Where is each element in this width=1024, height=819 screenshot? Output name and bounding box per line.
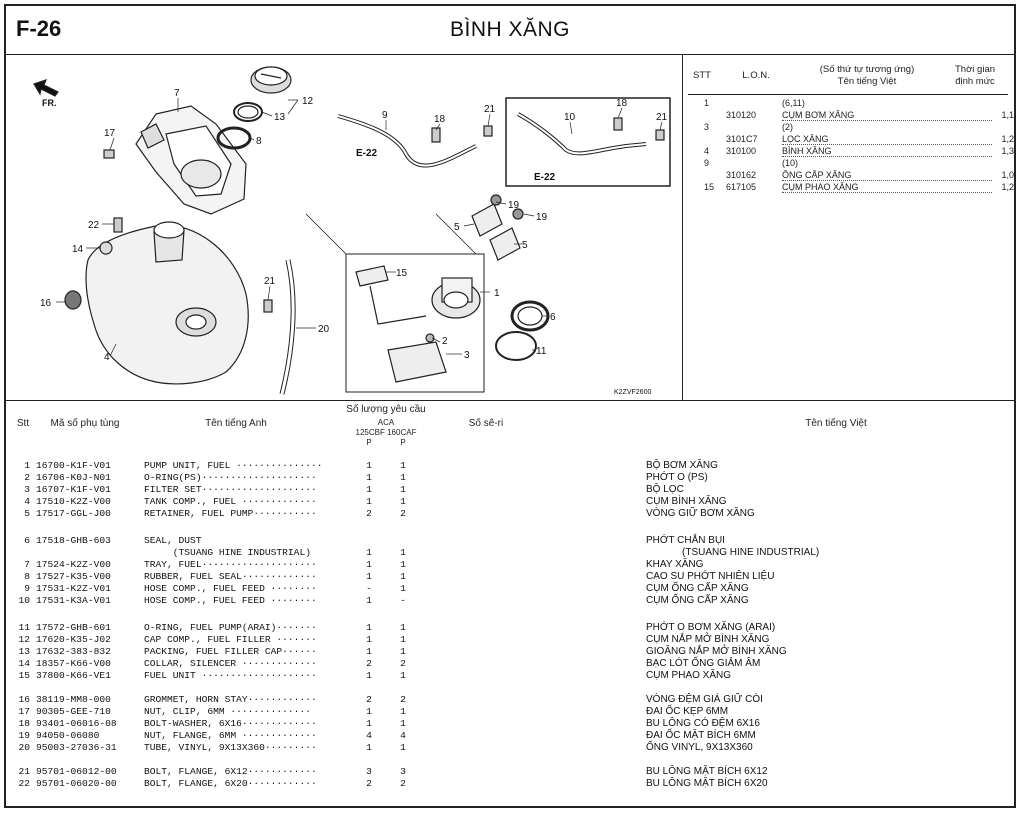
fuel-tank-shape (85, 221, 249, 385)
col-vietnamese-name: Tên tiếng Việt (805, 418, 867, 429)
col-models: 125CBF 160CAF (355, 428, 417, 437)
callout-21-b: 21 (264, 276, 276, 287)
callout-21: 21 (484, 104, 496, 115)
ref-row: 3 (2) (704, 122, 793, 132)
page-header: F-26 BÌNH XĂNG (6, 6, 1014, 55)
callout-20: 20 (318, 324, 330, 335)
ref-row: 9 (10) (704, 158, 799, 168)
ref-col-time-1: Thời gian (954, 64, 996, 75)
section-code: F-26 (16, 16, 62, 41)
front-arrow-label: FR. (42, 98, 57, 108)
callout-11: 11 (536, 346, 547, 357)
callout-15: 15 (396, 268, 408, 279)
exploded-diagram: FR. 7 12 13 8 17 9 18 21 10 18 21 22 14 … (6, 54, 683, 400)
ref-col-lon: L.O.N. (742, 70, 770, 81)
callout-22: 22 (88, 220, 100, 231)
callout-16: 16 (40, 298, 52, 309)
ref-row: 4 310100 BÌNH XĂNG 1,3 (704, 146, 1014, 157)
ref-col-name-1: (Số thứ tự tương ứng) (819, 64, 915, 75)
callout-2: 2 (442, 336, 448, 347)
callout-4: 4 (104, 352, 110, 363)
col-stt: Stt (16, 418, 30, 429)
col-aca: ACA (377, 418, 395, 427)
callout-3: 3 (464, 350, 470, 361)
col-english-name: Tên tiếng Anh (205, 418, 267, 429)
ref-col-name-2: Tên tiếng Việt (837, 76, 897, 87)
ref-e22-a: E-22 (356, 148, 378, 159)
callout-12: 12 (302, 96, 314, 107)
callout-labels: FR. 7 12 13 8 17 9 18 21 10 18 21 22 14 … (40, 88, 668, 396)
ref-row: 15 617105 CỤM PHAO XĂNG 1,2 (704, 182, 1014, 193)
ref-col-time-2: định mức (955, 76, 995, 87)
page-title: BÌNH XĂNG (449, 18, 571, 41)
callout-14: 14 (72, 244, 84, 255)
callout-6: 6 (550, 312, 556, 323)
fuel-pump-shape (431, 277, 481, 319)
fuel-cap-shape (250, 66, 292, 94)
callout-19-b: 19 (536, 212, 548, 223)
diagram-drawing: FR. 7 12 13 8 17 9 18 21 10 18 21 22 14 … (33, 66, 671, 396)
ref-e22-b: E-22 (534, 172, 556, 183)
callout-17: 17 (104, 128, 116, 139)
callout-21-inset: 21 (656, 112, 668, 123)
ref-row: 1 (6,11) (704, 98, 805, 108)
callout-13: 13 (274, 112, 286, 123)
callout-8: 8 (256, 136, 262, 147)
ref-row: 310120 CỤM BƠM XĂNG 1,1 (726, 110, 1014, 121)
callout-10: 10 (564, 112, 576, 123)
col-serial: Số sê-ri (468, 418, 504, 429)
callout-5-a: 5 (454, 222, 460, 233)
callout-1: 1 (494, 288, 500, 299)
col-part-code: Mã số phụ tùng (50, 418, 120, 429)
callout-5-b: 5 (522, 240, 528, 251)
ref-row: 310162 ỐNG CẤP XĂNG 1,0 (726, 170, 1014, 181)
col-p2: P (400, 438, 406, 447)
fuel-tray-shape (135, 105, 247, 215)
drawing-code: K2ZVF2600 (614, 389, 651, 396)
ref-row: 3101C7 LỌC XĂNG 1,2 (726, 134, 1014, 145)
col-qty: Số lượng yêu cầu (346, 404, 426, 415)
callout-18: 18 (434, 114, 446, 125)
callout-18-inset: 18 (616, 98, 628, 109)
callout-9: 9 (382, 110, 388, 121)
callout-7: 7 (174, 88, 180, 99)
front-arrow-icon (33, 79, 59, 97)
labor-time-table: STT L.O.N. (Số thứ tự tương ứng) Tên tiế… (682, 54, 1014, 400)
ref-col-stt: STT (693, 70, 711, 81)
callout-19-a: 19 (508, 200, 520, 211)
parts-catalog-page: F-26 BÌNH XĂNG (4, 4, 1016, 808)
col-p1: P (366, 438, 372, 447)
